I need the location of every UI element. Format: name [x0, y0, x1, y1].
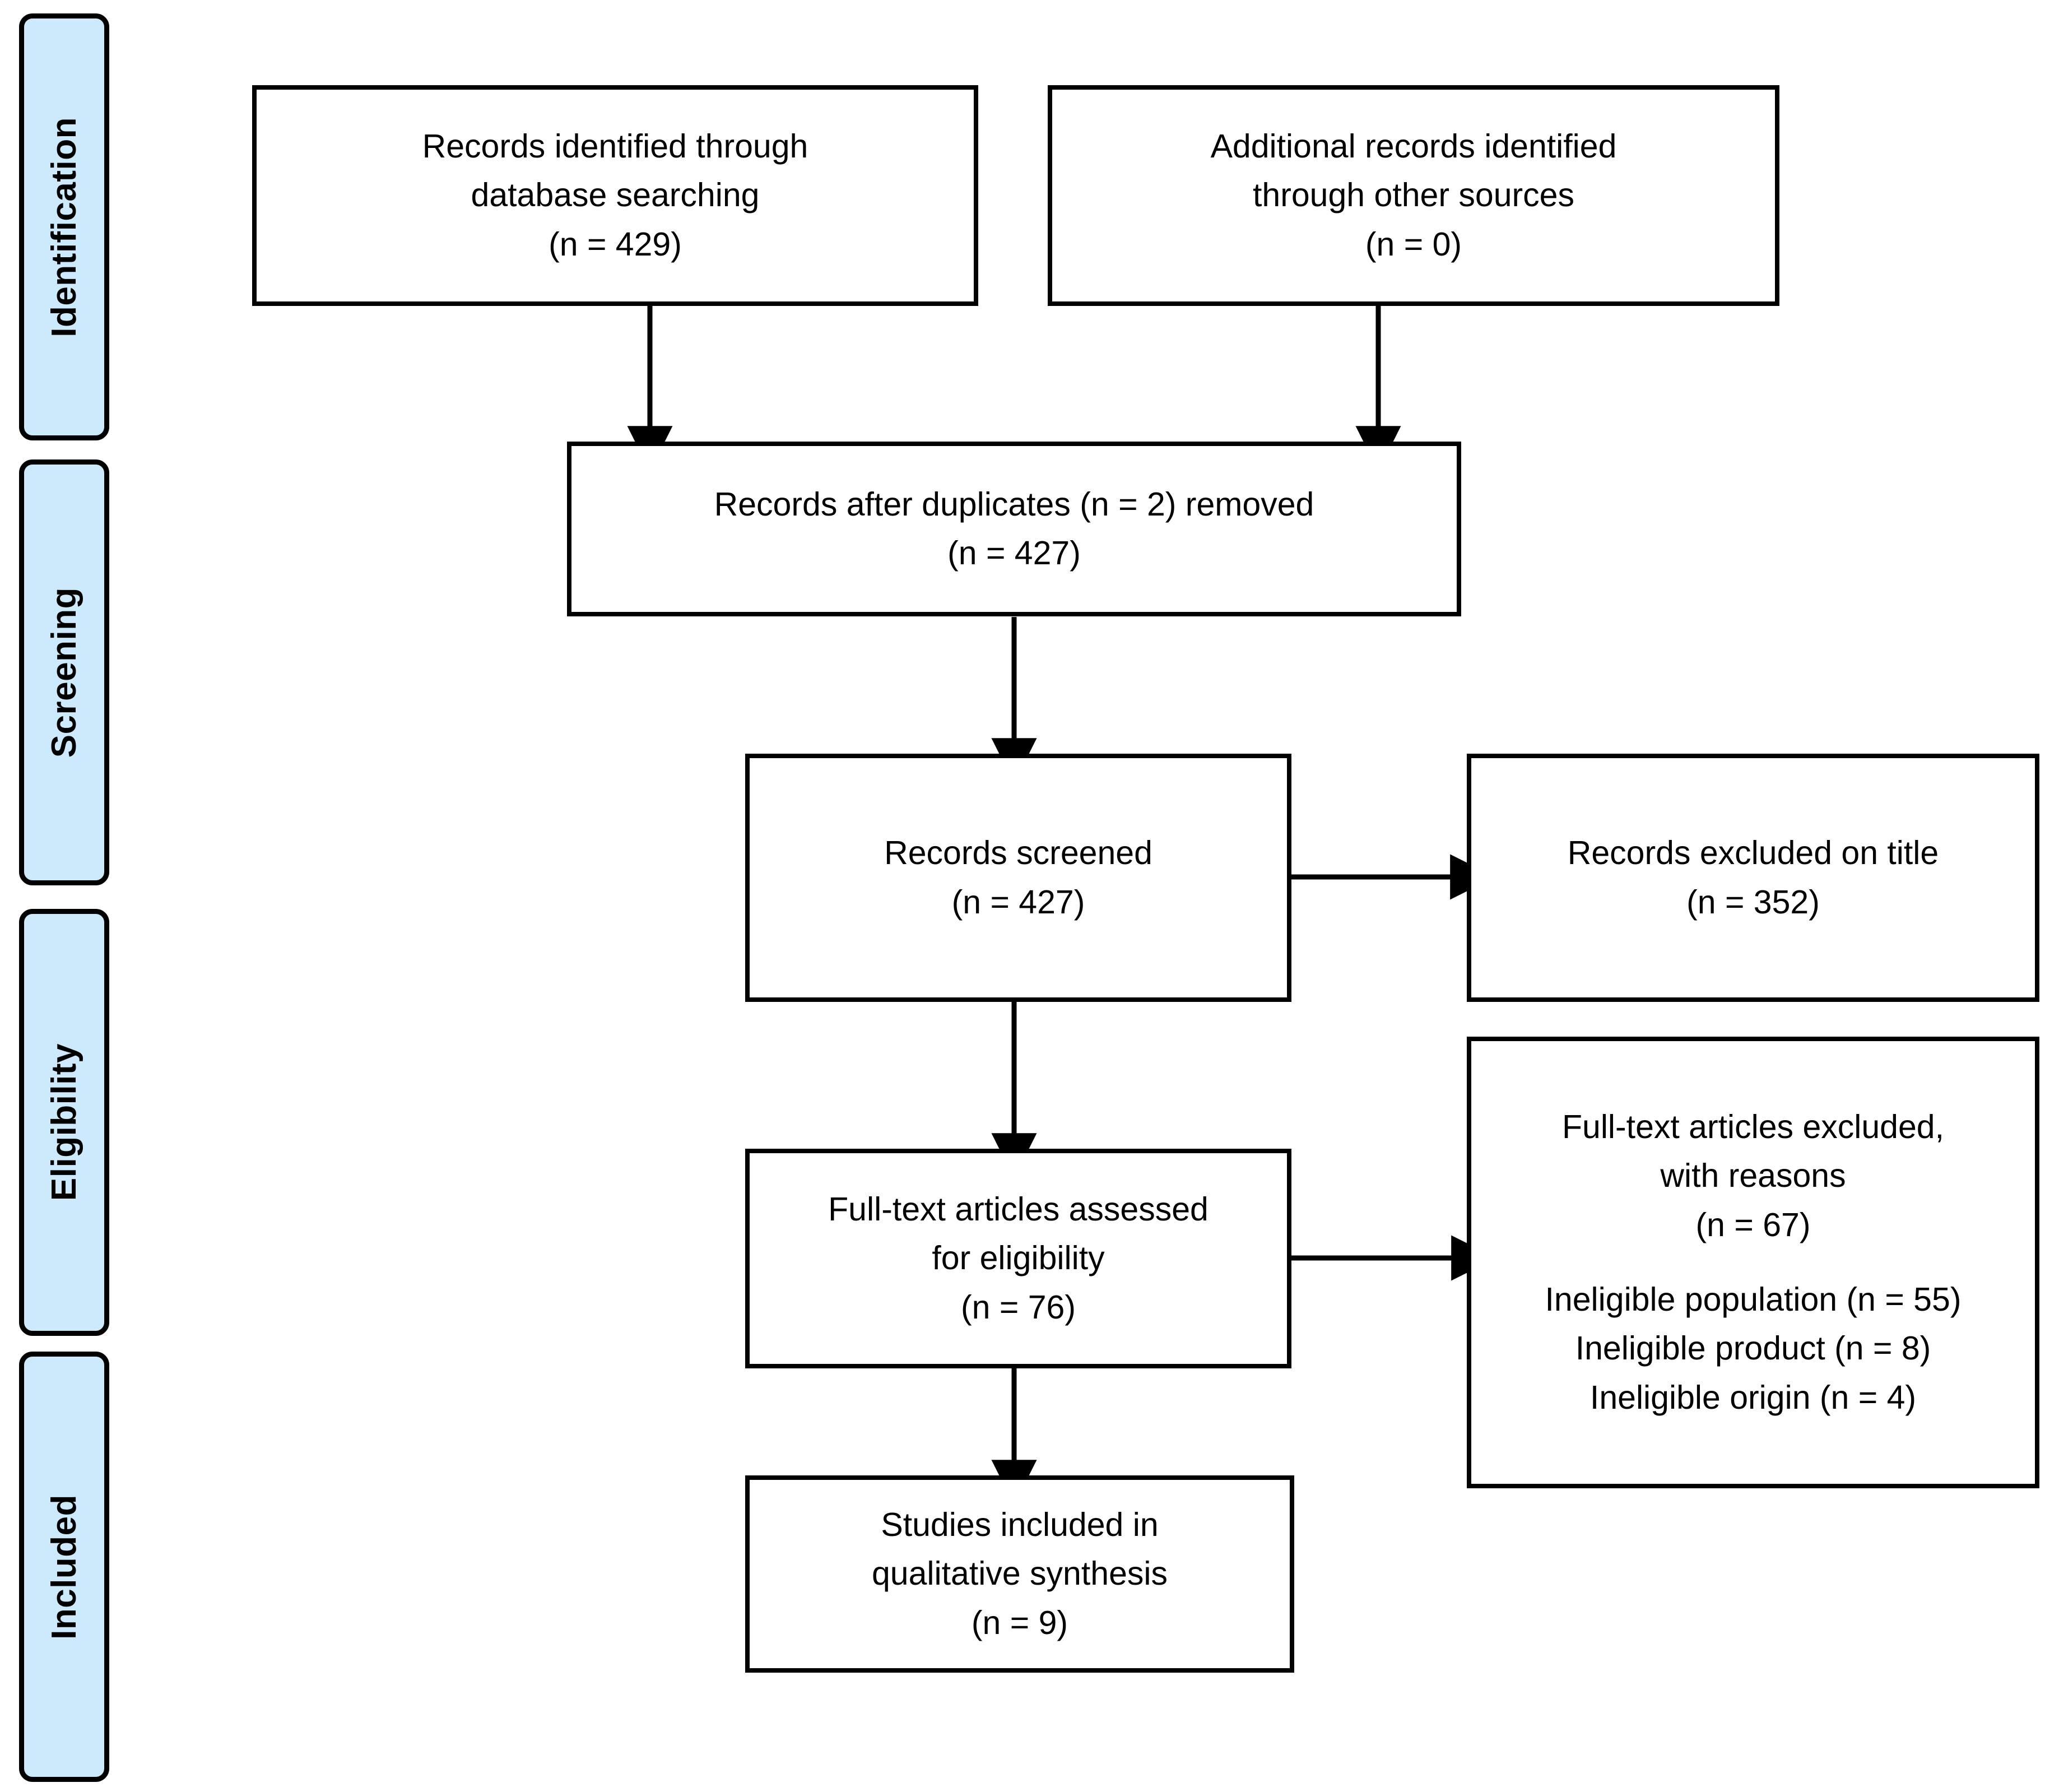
box-fulltext-excluded-with-reasons: Full-text articles excluded, with reason…: [1467, 1037, 2039, 1488]
records-screened-line-1: Records screened: [884, 834, 1152, 872]
stage-eligibility: Eligibility: [19, 909, 109, 1336]
stage-screening-label: Screening: [44, 587, 83, 758]
additional-records-line-1: Additional records identified: [1210, 128, 1617, 165]
fulltext-excluded-reason-population: Ineligible population (n = 55): [1545, 1281, 1962, 1318]
additional-records-line-2: through other sources: [1253, 177, 1574, 214]
records-identified-line-1: Records identified through: [422, 128, 808, 165]
additional-records-count: (n = 0): [1365, 225, 1462, 263]
box-additional-records: Additional records identified through ot…: [1048, 85, 1779, 306]
stage-included-label: Included: [44, 1494, 83, 1640]
fulltext-assessed-count: (n = 76): [961, 1288, 1076, 1326]
box-records-after-duplicates: Records after duplicates (n = 2) removed…: [567, 442, 1461, 616]
fulltext-excluded-count: (n = 67): [1695, 1206, 1811, 1243]
records-screened-count: (n = 427): [951, 883, 1085, 921]
fulltext-excluded-line-2: with reasons: [1660, 1157, 1846, 1195]
box-studies-included: Studies included in qualitative synthesi…: [745, 1475, 1294, 1673]
studies-included-line-1: Studies included in: [881, 1506, 1159, 1544]
stage-screening: Screening: [19, 459, 109, 885]
records-identified-line-2: database searching: [471, 177, 760, 214]
fulltext-excluded-reason-product: Ineligible product (n = 8): [1575, 1330, 1931, 1367]
stage-eligibility-label: Eligibility: [44, 1043, 83, 1201]
box-records-screened: Records screened (n = 427): [745, 754, 1291, 1002]
fulltext-excluded-reason-origin: Ineligible origin (n = 4): [1589, 1378, 1917, 1416]
records-excluded-title-line-1: Records excluded on title: [1567, 834, 1939, 872]
fulltext-excluded-line-1: Full-text articles excluded,: [1561, 1108, 1945, 1146]
box-records-excluded-on-title: Records excluded on title (n = 352): [1467, 754, 2039, 1002]
stage-identification-label: Identification: [44, 117, 83, 337]
fulltext-assessed-line-1: Full-text articles assessed: [828, 1191, 1209, 1228]
records-excluded-title-count: (n = 352): [1686, 883, 1820, 921]
stage-identification: Identification: [19, 13, 109, 440]
box-fulltext-assessed: Full-text articles assessed for eligibil…: [745, 1149, 1291, 1368]
after-duplicates-line-1: Records after duplicates (n = 2) removed: [714, 485, 1314, 523]
studies-included-line-2: qualitative synthesis: [871, 1555, 1168, 1593]
stage-included: Included: [19, 1352, 109, 1782]
studies-included-count: (n = 9): [971, 1604, 1068, 1641]
after-duplicates-count: (n = 427): [947, 535, 1081, 572]
records-identified-count: (n = 429): [549, 225, 682, 263]
box-records-identified: Records identified through database sear…: [252, 85, 978, 306]
fulltext-assessed-line-2: for eligibility: [932, 1239, 1105, 1277]
